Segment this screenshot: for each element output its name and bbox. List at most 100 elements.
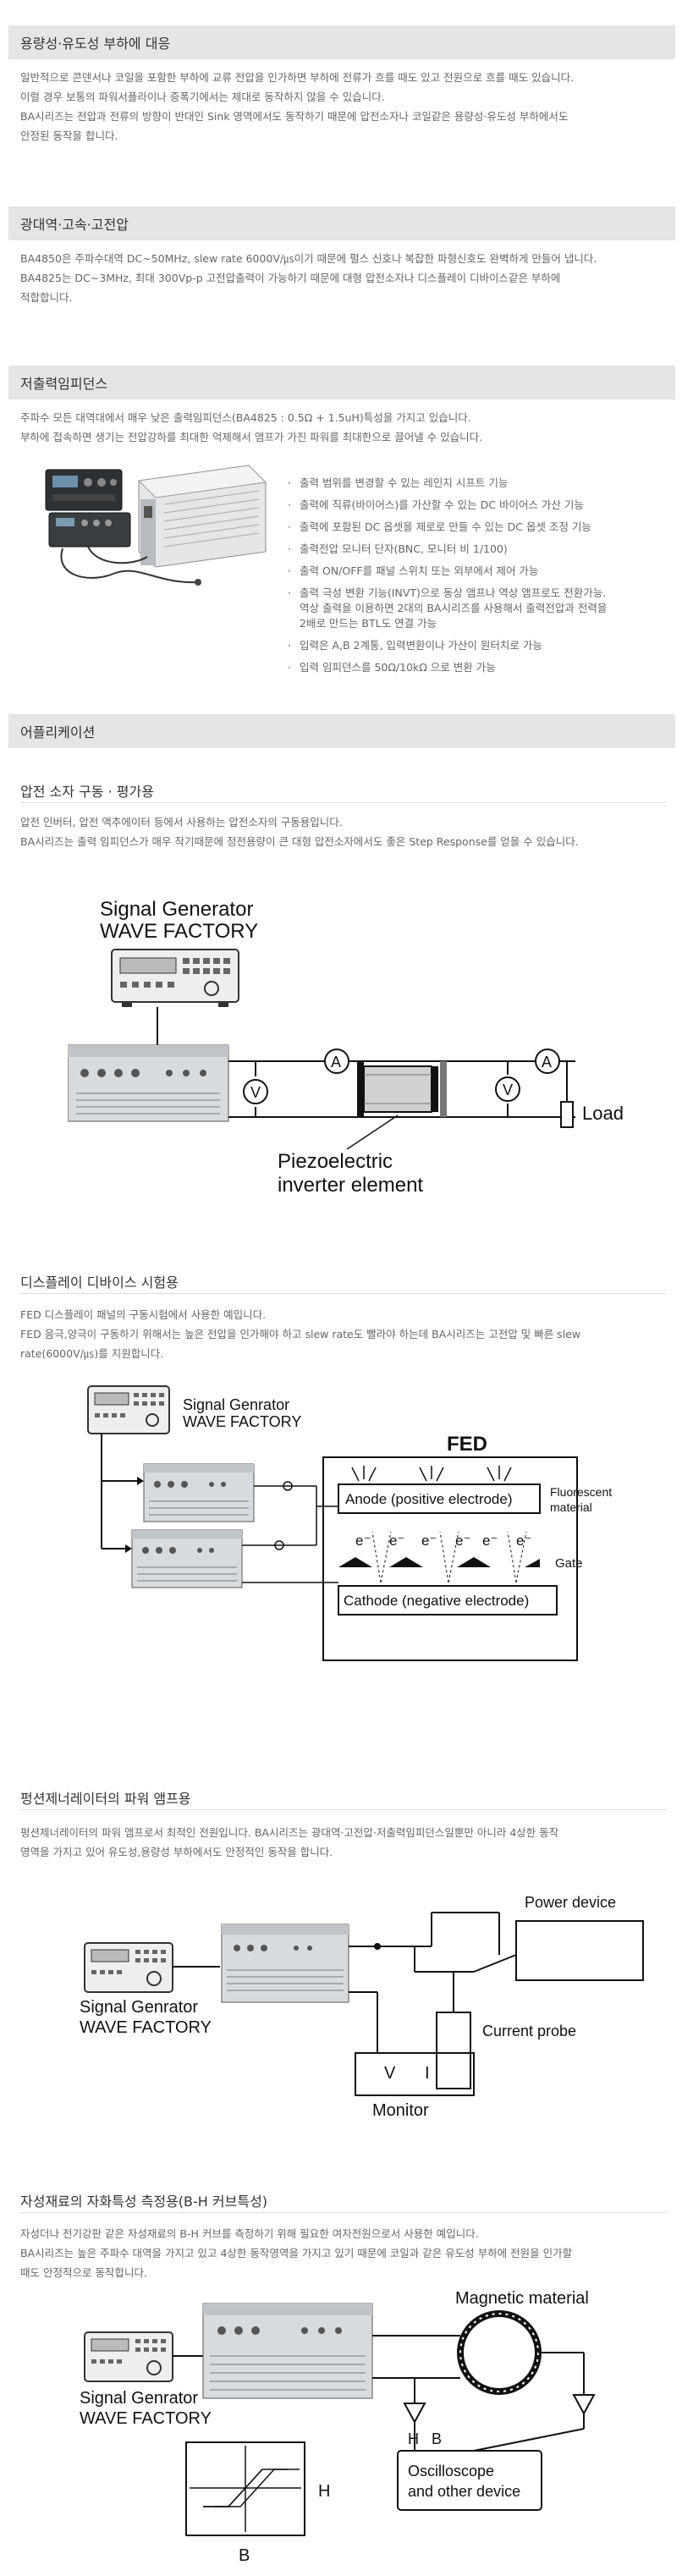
app-title: 디스플레이 디바이스 시험용	[20, 1274, 179, 1291]
electron-label: e⁻	[389, 1533, 404, 1549]
generator-label: Signal Genrator	[80, 1998, 198, 2017]
text-line: 부하에 접속하면 생기는 전압강하를 최대한 억제해서 앰프가 가진 파워를 최…	[20, 431, 483, 443]
section-title: 어플리케이션	[20, 724, 96, 740]
amp-triangle-icon	[403, 2403, 426, 2425]
signal-generator-icon	[111, 949, 239, 1007]
text-line: 펑션제너레이터의 파워 앰프로서 최적인 전원입니다. BA시리즈는 광대역·고…	[20, 1826, 559, 1839]
list-item: ·출력전압 모니터 단자(BNC, 모니터 비 1/100)	[288, 538, 660, 560]
amplifier-icon	[143, 1463, 255, 1522]
divider	[20, 1293, 667, 1294]
list-item-text: 출력 극성 변환 기능(INVT)으로 동상 앰프나 역상 앰프로도 전환가능.…	[300, 586, 608, 630]
ammeter-icon: A	[542, 1054, 552, 1071]
diagram-fed: Signal Genrator WAVE FACTORY	[87, 1385, 612, 1661]
text-line: 압전 인버터, 압전 액추에이터 등에서 사용하는 압전소자의 구동용입니다.	[20, 816, 343, 828]
diagram-piezo: Signal Generator WAVE FACTORY	[68, 898, 624, 1197]
fed-label: FED	[447, 1433, 487, 1456]
app-body: 압전 인버터, 압전 액추에이터 등에서 사용하는 압전소자의 구동용입니다. …	[20, 812, 663, 851]
voltmeter-icon: V	[250, 1084, 261, 1101]
gate-label: Gate	[555, 1556, 583, 1571]
electron-label: e⁻	[455, 1533, 470, 1549]
section-title: 광대역·고속·고전압	[20, 217, 129, 233]
monitor-v-label: V	[384, 2064, 396, 2083]
list-item: ·출력에 포함된 DC 옵셋을 제로로 만들 수 있는 DC 옵셋 조정 기능	[288, 516, 660, 538]
list-item-text: 입력은 A,B 2계통, 입력변환이나 가산이 원터치로 가능	[300, 639, 542, 652]
app-body: 펑션제너레이터의 파워 앰프로서 최적인 전원입니다. BA시리즈는 광대역·고…	[20, 1823, 663, 1862]
diagram-bh-curve: Signal Genrator WAVE FACTORY Magnetic ma…	[80, 2289, 596, 2565]
monitor-box	[355, 2052, 475, 2096]
section-header-applications: 어플리케이션	[8, 714, 675, 748]
section-body-capacitive: 일반적으로 콘덴서나 코일을 포함한 부하에 교류 전압을 인가하면 부하에 전…	[20, 68, 663, 146]
section-body-low-impedance: 주파수 모든 대역대에서 매우 낮은 출력임피던스(BA4825 : 0.5Ω …	[20, 408, 663, 447]
section-body-wideband: BA4850은 주파수대역 DC~50MHz, slew rate 6000V/…	[20, 249, 663, 307]
b-input-label: B	[432, 2430, 442, 2447]
amp-triangle-icon	[572, 2394, 596, 2416]
text-line: FED 디스플레이 패널의 구동시험에서 사용한 예입니다.	[20, 1308, 267, 1321]
oscilloscope-box	[397, 2450, 542, 2511]
list-item: ·출력 ON/OFF를 패널 스위치 또는 외부에서 제어 가능	[288, 560, 660, 582]
fed-panel	[322, 1456, 578, 1661]
text-line: 일반적으로 콘덴서나 코일을 포함한 부하에 교류 전압을 인가하면 부하에 전…	[20, 71, 575, 84]
electron-label: e⁻	[516, 1533, 531, 1549]
app-body: FED 디스플레이 패널의 구동시험에서 사용한 예입니다. FED 음극,양극…	[20, 1305, 663, 1363]
current-probe-label: Current probe	[482, 2023, 576, 2039]
ammeter-icon: A	[331, 1054, 341, 1071]
list-item: ·출력에 직류(바이어스)를 가산할 수 있는 DC 바이어스 가산 기능	[288, 494, 660, 516]
monitor-label: Monitor	[372, 2101, 429, 2120]
product-photo	[45, 465, 267, 586]
text-line: BA4850은 주파수대역 DC~50MHz, slew rate 6000V/…	[20, 252, 597, 265]
amplifier-icon	[202, 2303, 373, 2399]
electron-label: e⁻	[421, 1533, 437, 1549]
text-line: rate(6000V/㎲)를 지원합니다.	[20, 1347, 164, 1360]
list-item-text: 입력 임피던스를 50Ω/10kΩ 으로 변환 가능	[300, 661, 496, 674]
text-line: BA시리즈는 높은 주파수 대역을 가지고 있고 4상한 동작영역을 가지고 있…	[20, 2247, 573, 2260]
oscilloscope-label: and other device	[408, 2483, 520, 2500]
amplifier-icon	[221, 1924, 349, 2003]
list-item: ·출력 극성 변환 기능(INVT)으로 동상 앰프나 역상 앰프로도 전환가능…	[288, 586, 608, 630]
piezo-element-icon	[357, 1061, 447, 1117]
generator-label: WAVE FACTORY	[80, 2409, 212, 2428]
text-line: 자성더나 전기강판 같은 자성재료의 B-H 커브를 측정하기 위해 필요한 여…	[20, 2227, 479, 2240]
electron-label: e⁻	[482, 1533, 498, 1549]
list-item-text: 출력에 직류(바이어스)를 가산할 수 있는 DC 바이어스 가산 기능	[300, 498, 584, 511]
generator-label: Signal Generator	[100, 898, 253, 921]
cathode-label: Cathode (negative electrode)	[344, 1593, 529, 1609]
electron-label: e⁻	[355, 1533, 371, 1549]
text-line: FED 음극,양극이 구동하기 위해서는 높은 전압을 인가해야 하고 slew…	[20, 1328, 581, 1340]
fluorescent-label: material	[550, 1500, 592, 1514]
feature-list: ·출력 범위를 변경할 수 있는 레인지 시프트 기능 ·출력에 직류(바이어스…	[288, 472, 660, 679]
list-item: ·입력 임피던스를 50Ω/10kΩ 으로 변환 가능	[288, 657, 660, 679]
h-axis-label: H	[318, 2482, 330, 2501]
element-label: inverter element	[278, 1174, 423, 1197]
amplifier-icon	[68, 1044, 229, 1122]
generator-label: WAVE FACTORY	[100, 920, 258, 943]
monitor-i-label: I	[425, 2064, 430, 2083]
bh-curve-icon	[190, 2446, 301, 2532]
amplifier-icon	[131, 1529, 243, 1588]
text-line: 적합합니다.	[20, 291, 73, 304]
magnetic-material-label: Magnetic material	[455, 2289, 589, 2308]
current-probe-icon	[436, 2012, 471, 2089]
load-resistor-icon	[560, 1101, 574, 1128]
section-title: 저출력임피던스	[20, 376, 108, 392]
generator-label: Signal Genrator	[183, 1396, 289, 1413]
text-line: 주파수 모든 대역대에서 매우 낮은 출력임피던스(BA4825 : 0.5Ω …	[20, 411, 471, 424]
generator-label: WAVE FACTORY	[183, 1413, 301, 1430]
text-line: 안정된 동작을 합니다.	[20, 129, 118, 142]
text-line: 이럴 경우 보통의 파워서플라이나 증폭기에서는 제대로 동작하지 않을 수 있…	[20, 91, 385, 103]
app-title: 자성재료의 자화특성 측정용(B-H 커브특성)	[20, 2193, 268, 2210]
b-axis-label: B	[239, 2546, 250, 2565]
element-label: Piezoelectric	[278, 1150, 393, 1173]
generator-label: WAVE FACTORY	[80, 2018, 212, 2037]
list-item-text: 출력 범위를 변경할 수 있는 레인지 시프트 기능	[300, 476, 509, 489]
text-line: BA시리즈는 출력 임피던스가 매우 작기때문에 정전용량이 큰 대형 압전소자…	[20, 835, 579, 848]
text-line: BA4825는 DC~3MHz, 최대 300Vp-p 고전압출력이 가능하기 …	[20, 272, 561, 284]
signal-generator-icon	[84, 1942, 173, 1993]
load-label: Load	[582, 1103, 624, 1124]
app-body: 자성더나 전기강판 같은 자성재료의 B-H 커브를 측정하기 위해 필요한 여…	[20, 2224, 663, 2282]
generator-label: Signal Genrator	[80, 2389, 198, 2408]
list-item-text: 출력에 포함된 DC 옵셋을 제로로 만들 수 있는 DC 옵셋 조정 기능	[300, 520, 591, 533]
power-device-label: Power device	[525, 1894, 616, 1911]
text-line: BA시리즈는 전압과 전류의 방향이 반대인 Sink 영역에서도 동작하기 때…	[20, 110, 569, 123]
section-header-wideband: 광대역·고속·고전압	[8, 206, 675, 240]
power-device-box	[515, 1920, 644, 1981]
